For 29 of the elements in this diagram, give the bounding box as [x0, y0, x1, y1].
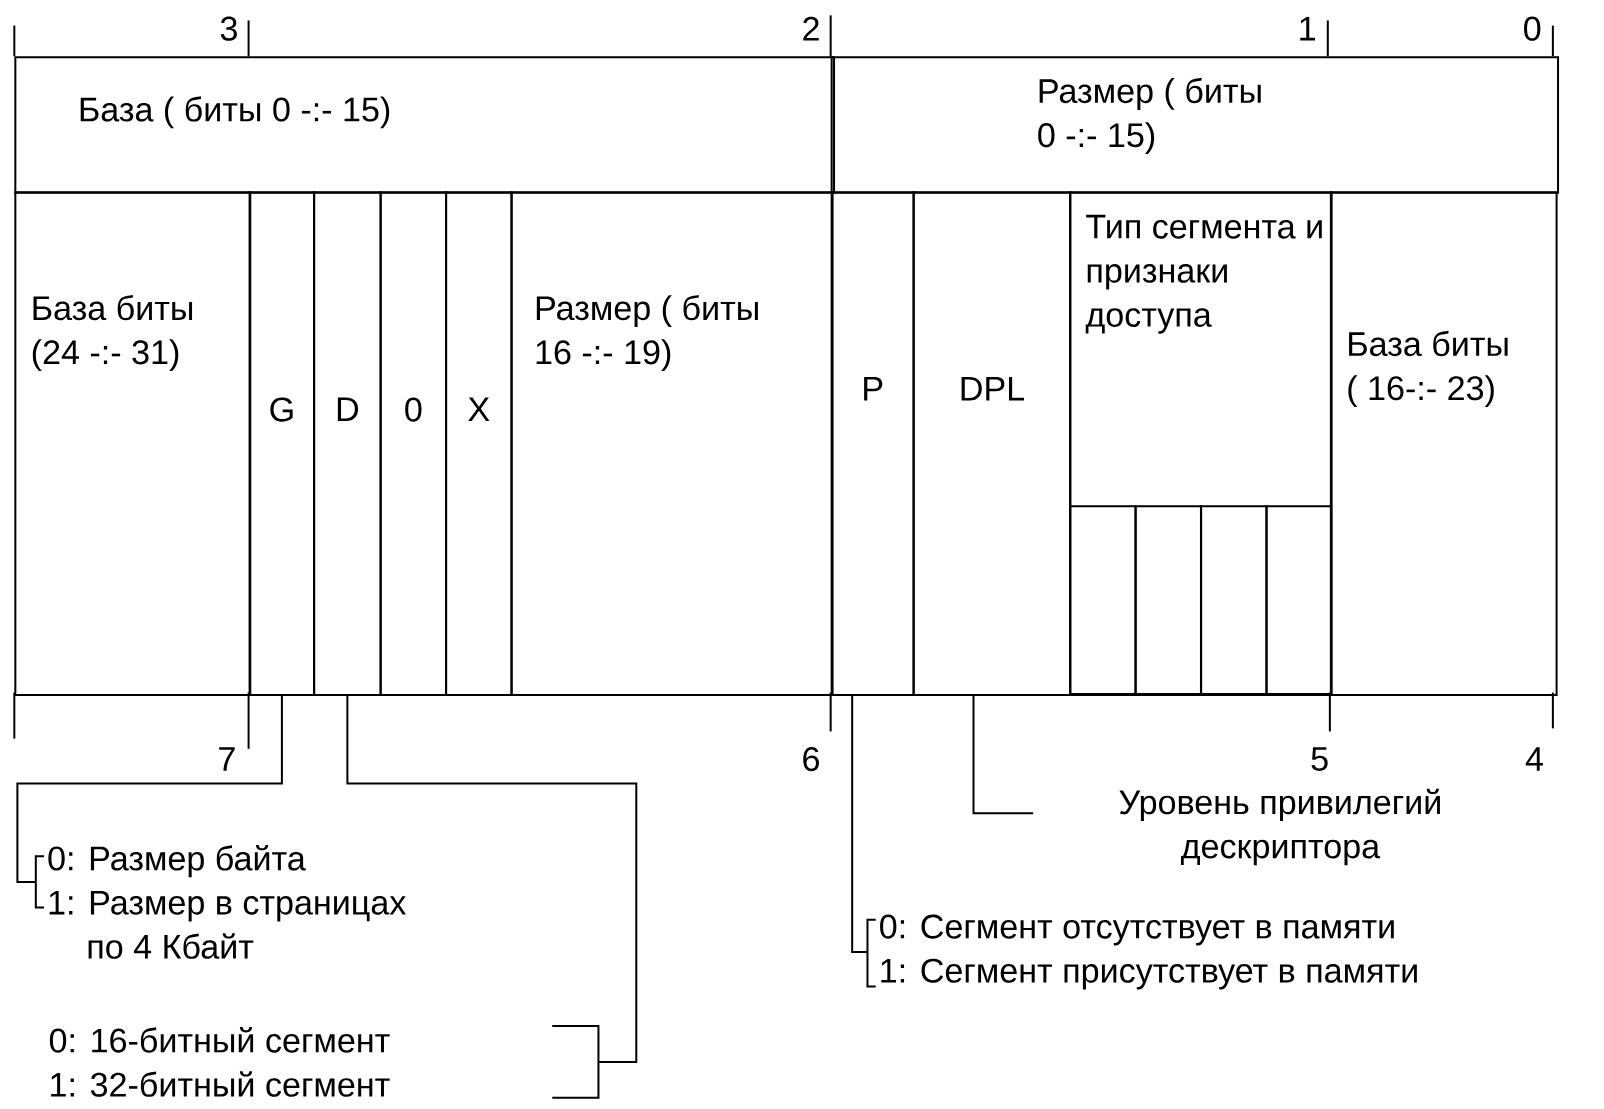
field-cell: Тип сегмента и признаки доступа — [1069, 191, 1333, 697]
field-cell: Размер ( биты 16 -:- 19) — [510, 191, 834, 697]
bit-cell — [1134, 505, 1203, 696]
field-cell: 0 — [379, 191, 448, 697]
field-cell: Размер ( биты 0 -:- 15) — [830, 56, 1560, 194]
leader-line — [16, 696, 283, 883]
field-cell: База биты ( 16-:- 23) — [1329, 191, 1558, 697]
option-list: 0: 16-битный сегмент 1: 32-битный сегмент — [49, 1027, 390, 1097]
byte-number: 6 — [803, 747, 819, 772]
option-list: 0: Размер байта 1: Размер в страницах по 4 Кбайт — [48, 845, 406, 959]
byte-number: 5 — [1311, 747, 1328, 771]
field-cell: DPL — [912, 191, 1072, 697]
bit-cell — [1199, 505, 1268, 696]
byte-number: 4 — [1525, 747, 1543, 771]
option-list: 0: Сегмент отсутствует в памяти 1: Сегмент присутствует в памяти — [880, 914, 1417, 990]
bit-cell — [1265, 505, 1333, 696]
leader-line — [346, 696, 638, 1063]
field-cell: D — [313, 191, 382, 697]
byte-number: 2 — [803, 16, 819, 41]
leader-line — [851, 696, 868, 954]
field-cell: X — [445, 191, 513, 697]
field-cell: База ( биты 0 -:- 15) — [14, 56, 836, 194]
note-text: Уровень привилегий дескриптора — [1119, 788, 1440, 866]
bit-cell — [1069, 505, 1137, 696]
field-cell: База биты (24 -:- 31) — [14, 191, 252, 697]
field-cell: G — [248, 191, 316, 697]
leader-line — [972, 696, 1034, 815]
field-cell: P — [830, 191, 915, 697]
byte-number: 7 — [219, 747, 235, 771]
